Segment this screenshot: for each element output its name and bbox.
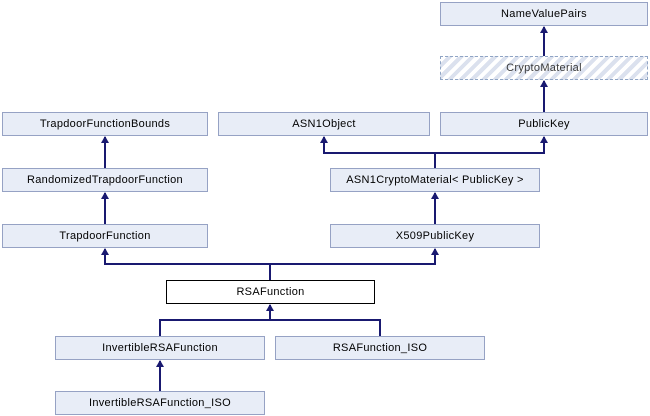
class-node-TrapdoorFunction[interactable]: TrapdoorFunction [2,224,208,248]
class-node-TrapdoorFunctionBounds[interactable]: TrapdoorFunctionBounds [2,112,208,136]
edge-segment-RSAFunction-to-TrapdoorFunction-and-X509PublicKey [104,249,106,264]
class-node-ASN1Object[interactable]: ASN1Object [218,112,430,136]
edge-segment-RandomizedTrapdoorFunction-to-TrapdoorFunctionBounds [104,137,106,168]
inheritance-arrowhead-icon [320,136,328,143]
edge-segment-derived-classes-to-RSAFunction [159,320,161,336]
inheritance-arrowhead-icon [540,26,548,33]
edge-segment-InvertibleRSAFunction_ISO-to-InvertibleRSAFunction [159,361,161,391]
class-node-PublicKey[interactable]: PublicKey [440,112,648,136]
class-node-ASN1CryptoMaterial[interactable]: ASN1CryptoMaterial< PublicKey > [330,168,540,192]
edge-segment-PublicKey-to-CryptoMaterial [543,81,545,112]
edge-segment-derived-classes-to-RSAFunction [269,305,271,320]
edge-segment-ASN1CryptoMaterial-to-ASN1Object-and-PublicKey [543,137,545,153]
inheritance-arrowhead-icon [431,192,439,199]
edge-segment-TrapdoorFunction-to-RandomizedTrapdoorFunction [104,193,106,224]
inheritance-arrowhead-icon [540,136,548,143]
class-node-InvertibleRSAFunction[interactable]: InvertibleRSAFunction [55,336,265,360]
edge-segment-RSAFunction-to-TrapdoorFunction-and-X509PublicKey [434,249,436,264]
edge-segment-derived-classes-to-RSAFunction [159,319,381,321]
inheritance-arrowhead-icon [156,360,164,367]
edge-segment-ASN1CryptoMaterial-to-ASN1Object-and-PublicKey [434,153,436,168]
class-node-RandomizedTrapdoorFunction[interactable]: RandomizedTrapdoorFunction [2,168,208,192]
inheritance-arrowhead-icon [540,80,548,87]
class-node-CryptoMaterial[interactable]: CryptoMaterial [440,56,648,80]
edge-segment-ASN1CryptoMaterial-to-ASN1Object-and-PublicKey [323,137,325,153]
inheritance-arrowhead-icon [101,192,109,199]
edge-segment-RSAFunction-to-TrapdoorFunction-and-X509PublicKey [269,264,271,280]
inheritance-arrowhead-icon [101,248,109,255]
edge-segment-X509PublicKey-to-ASN1CryptoMaterial [434,193,436,224]
class-node-RSAFunction[interactable]: RSAFunction [166,280,375,304]
edge-segment-derived-classes-to-RSAFunction [379,320,381,336]
class-node-X509PublicKey[interactable]: X509PublicKey [330,224,540,248]
inheritance-arrowhead-icon [101,136,109,143]
class-node-InvertibleRSAFunction_ISO[interactable]: InvertibleRSAFunction_ISO [55,391,265,415]
class-node-NameValuePairs[interactable]: NameValuePairs [440,2,648,26]
inheritance-arrowhead-icon [431,248,439,255]
class-node-RSAFunction_ISO[interactable]: RSAFunction_ISO [275,336,485,360]
edge-segment-CryptoMaterial-to-NameValuePairs [543,27,545,56]
inheritance-arrowhead-icon [266,304,274,311]
